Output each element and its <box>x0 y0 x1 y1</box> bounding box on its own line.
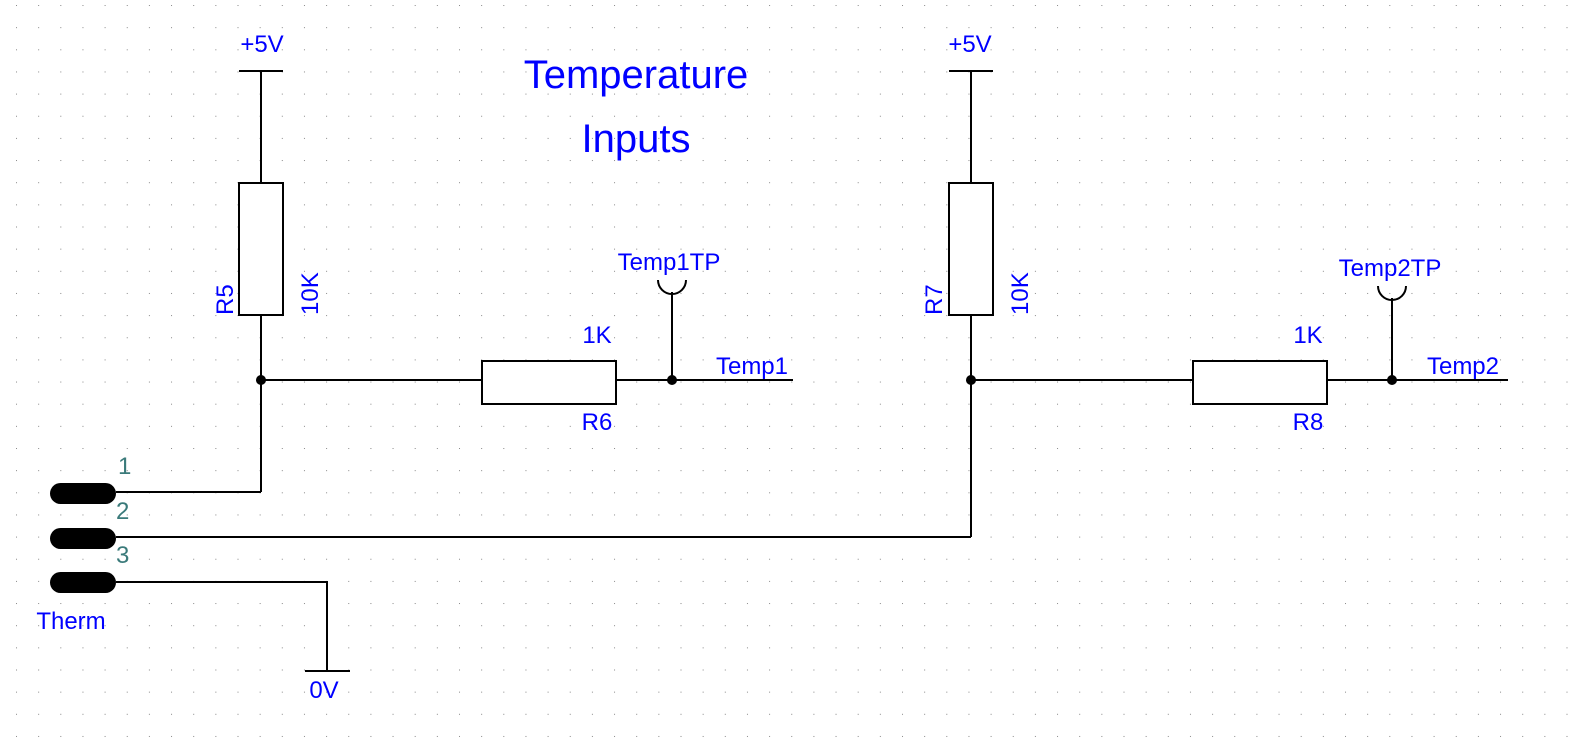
r6-value: 1K <box>582 322 611 349</box>
r5-value: 10K <box>297 272 324 315</box>
test-point-label: Temp2TP <box>1339 255 1442 282</box>
wire <box>116 581 328 671</box>
test-point-label: Temp1TP <box>618 249 721 276</box>
test-point-temp2tp[interactable]: Temp2TP <box>1339 255 1442 301</box>
ground-symbol[interactable]: 0V <box>305 670 350 704</box>
r7-ref: R7 <box>921 284 948 315</box>
power-symbol-left[interactable]: +5V <box>239 31 284 72</box>
ground-label: 0V <box>309 677 338 704</box>
pin-number: 2 <box>116 498 129 525</box>
connector-therm[interactable]: 1 2 3 Therm <box>36 453 131 635</box>
resistor-r5[interactable]: R5 10K <box>212 182 324 316</box>
r8-value: 1K <box>1293 322 1322 349</box>
power-label-left: +5V <box>240 31 283 58</box>
r7-value: 10K <box>1007 272 1034 315</box>
pin-number: 3 <box>116 542 129 569</box>
title-line-1: Temperature <box>524 53 749 97</box>
power-label-right: +5V <box>948 31 991 58</box>
r8-ref: R8 <box>1293 409 1324 436</box>
resistor-r7[interactable]: R7 10K <box>921 182 1034 316</box>
net-label-temp1: Temp1 <box>716 353 788 380</box>
pin-number: 1 <box>118 453 131 480</box>
net-label-temp2: Temp2 <box>1427 353 1499 380</box>
r5-ref: R5 <box>212 284 239 315</box>
resistor-r6[interactable]: 1K R6 <box>481 322 617 436</box>
connector-name: Therm <box>36 608 105 635</box>
test-point-temp1tp[interactable]: Temp1TP <box>618 249 721 295</box>
connector-pin-2[interactable] <box>50 528 116 549</box>
resistor-r8[interactable]: 1K R8 <box>1192 322 1328 436</box>
title-line-2: Inputs <box>582 117 691 161</box>
r6-ref: R6 <box>582 409 613 436</box>
connector-pin-1[interactable] <box>50 483 116 504</box>
connector-pin-3[interactable] <box>50 572 116 593</box>
